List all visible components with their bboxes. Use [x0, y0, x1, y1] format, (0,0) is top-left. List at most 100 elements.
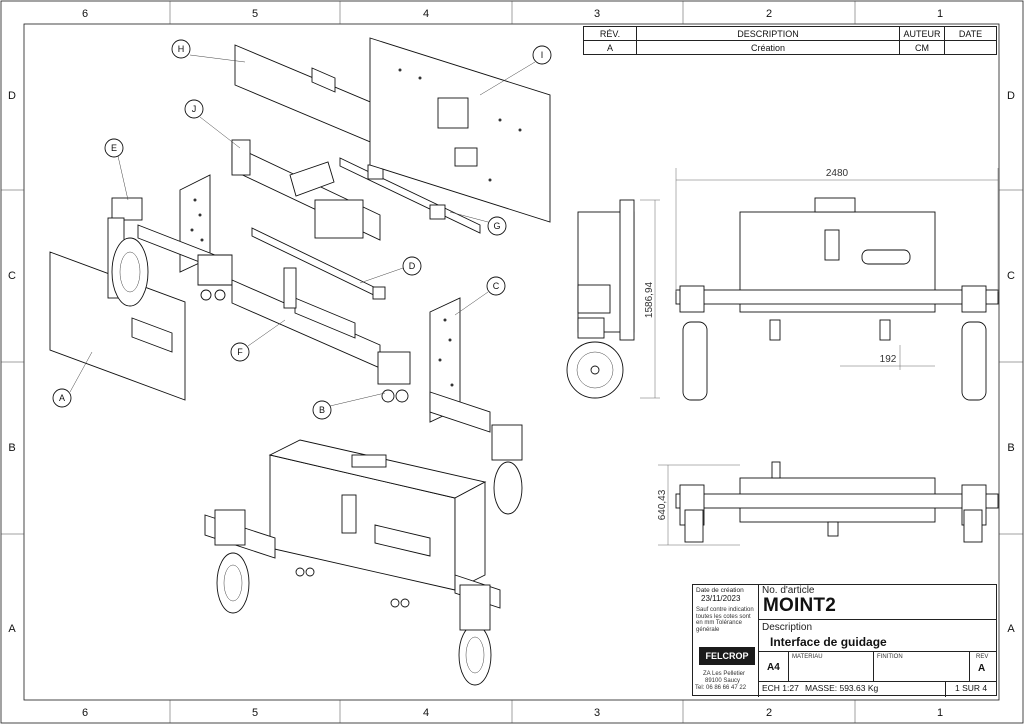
- front-top-bracket: [814, 197, 856, 213]
- col-label: 5: [252, 707, 258, 719]
- revision-table: RÉV. DESCRIPTION AUTEUR DATE A Création …: [583, 26, 997, 55]
- side-fork: [577, 317, 605, 339]
- row-label: C: [8, 270, 16, 282]
- part-d-end: [372, 286, 386, 300]
- scale-value: ECH 1:27: [762, 683, 799, 693]
- iso-slot-plate: [374, 524, 431, 557]
- callout-c: C: [454, 276, 506, 316]
- part-j-bracket: [289, 161, 335, 197]
- callout-e: E: [104, 138, 129, 201]
- col-label: 2: [766, 8, 772, 20]
- col-label: 6: [82, 707, 88, 719]
- svg-text:E: E: [111, 143, 117, 153]
- side-plate: [619, 199, 635, 341]
- rev-value: A: [978, 663, 986, 674]
- author-header: AUTEUR: [899, 26, 945, 41]
- finition-label: FINITION: [877, 654, 903, 660]
- row-label: D: [1007, 90, 1015, 102]
- dim-height-side: 1586,94: [644, 281, 655, 318]
- author-cell: CM: [899, 40, 945, 55]
- part-i-plate: [369, 37, 551, 223]
- article-value: MOINT2: [763, 595, 836, 616]
- col-label: 1: [937, 8, 943, 20]
- masse-value: MASSE: 593.63 Kg: [805, 683, 879, 693]
- front-wheel-right: [961, 321, 987, 401]
- col-label: 3: [594, 707, 600, 719]
- dim-offset-front: 192: [880, 354, 897, 365]
- mount-block-left: [197, 254, 233, 286]
- front-pin-left: [769, 319, 781, 341]
- row-label: A: [1007, 623, 1015, 635]
- zone-labels: 6 5 4 3 2 1 6 5 4 3 2 1 D C B A D C B A: [8, 8, 1015, 719]
- iso-fork-back: [491, 424, 523, 461]
- part-e-wheel: [111, 237, 149, 307]
- svg-text:B: B: [319, 405, 325, 415]
- date-header: DATE: [944, 26, 997, 41]
- part-e-bracket: [111, 197, 143, 221]
- description-label: Description: [762, 622, 813, 633]
- description-cell: Création: [636, 40, 900, 55]
- callout-i: I: [479, 45, 552, 96]
- svg-text:A: A: [59, 393, 65, 403]
- materiau-label: MATERIAU: [792, 654, 823, 660]
- iso-bracket-top: [351, 454, 387, 468]
- row-label: B: [1007, 442, 1014, 454]
- svg-text:I: I: [541, 50, 544, 60]
- title-block: Date de création 23/11/2023 Sauf contre …: [692, 584, 997, 697]
- col-label: 3: [594, 8, 600, 20]
- top-wheel-left: [684, 509, 704, 543]
- front-wheel-left: [682, 321, 708, 401]
- side-block: [577, 284, 611, 314]
- tolerance-note: Sauf contre indication toutes les cotes …: [696, 607, 754, 633]
- address-line1: ZA Les Pelletier: [703, 671, 746, 677]
- part-a-window: [131, 317, 173, 353]
- svg-text:J: J: [192, 104, 197, 114]
- row-label: D: [8, 90, 16, 102]
- part-g-block: [429, 204, 446, 220]
- company-logo: FELCROP: [699, 647, 755, 665]
- svg-text:D: D: [409, 261, 416, 271]
- row-label: C: [1007, 270, 1015, 282]
- iso-body-side: [454, 481, 486, 591]
- svg-text:H: H: [178, 44, 185, 54]
- col-label: 6: [82, 8, 88, 20]
- rev-label: REV: [976, 654, 989, 660]
- part-j-flange: [231, 139, 251, 176]
- row-label: B: [8, 442, 15, 454]
- front-crossbar: [675, 289, 999, 305]
- part-i-block2: [454, 147, 478, 167]
- col-label: 1: [937, 707, 943, 719]
- date-cell: [944, 40, 997, 55]
- callout-group: H I J E G D C F B A: [52, 39, 552, 420]
- iso-wheel-left: [216, 552, 250, 614]
- assembled-view: [204, 424, 523, 686]
- iso-handle: [341, 494, 357, 534]
- side-view: 1586,94: [566, 199, 660, 399]
- svg-text:G: G: [493, 221, 500, 231]
- description-value: Interface de guidage: [770, 635, 887, 649]
- callout-f: F: [230, 319, 286, 362]
- iso-fork-right: [459, 584, 491, 631]
- part-c-tube: [429, 391, 491, 433]
- part-b-block: [377, 351, 411, 385]
- callout-h: H: [171, 39, 246, 63]
- front-handle: [824, 229, 840, 261]
- part-f-tab: [283, 267, 297, 309]
- col-label: 5: [252, 8, 258, 20]
- description-header: DESCRIPTION: [636, 26, 900, 41]
- top-view: 640,43: [657, 461, 999, 546]
- callout-a: A: [52, 351, 93, 408]
- format-value: A4: [767, 662, 780, 673]
- article-label: No. d'article: [762, 585, 815, 596]
- top-crossbar: [675, 493, 999, 509]
- iso-wheel-right: [458, 624, 492, 686]
- part-j-box: [314, 199, 364, 239]
- address-line2: 89100 Saucy: [705, 678, 741, 684]
- top-handle: [827, 521, 839, 537]
- col-label: 4: [423, 707, 429, 719]
- svg-text:F: F: [237, 347, 243, 357]
- iso-fork-left: [214, 509, 246, 546]
